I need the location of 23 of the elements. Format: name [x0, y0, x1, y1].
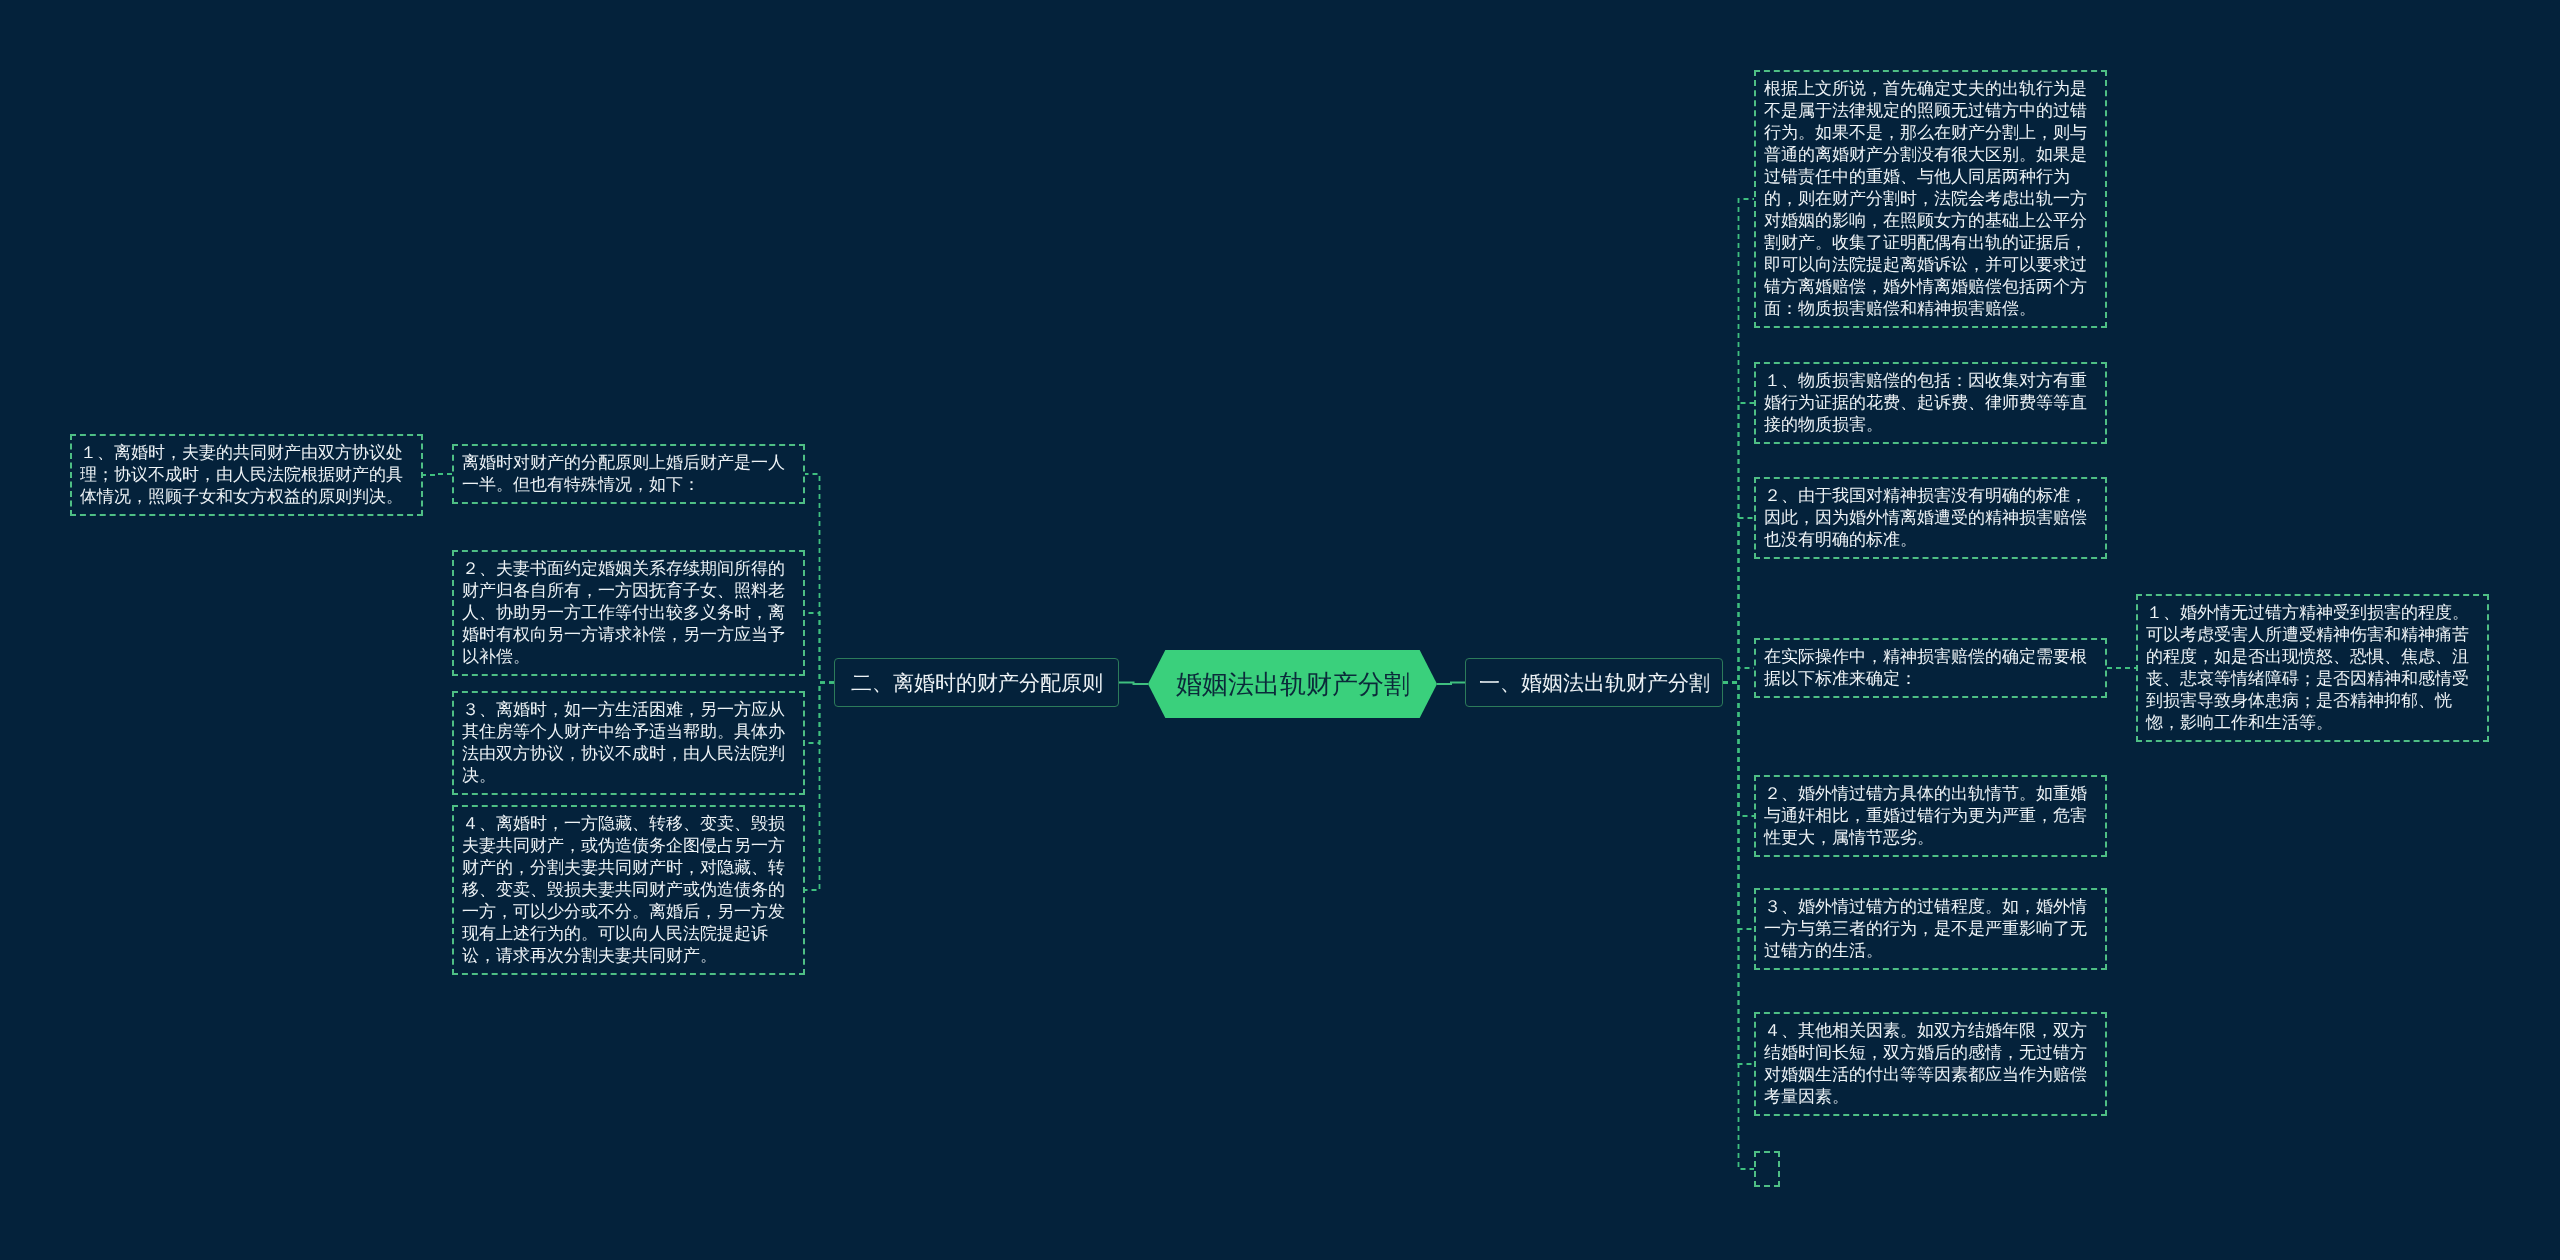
note-box: 离婚时对财产的分配原则上婚后财产是一人一半。但也有特殊情况，如下：	[452, 444, 805, 504]
connector-line	[804, 681, 835, 891]
empty-box	[1754, 1151, 1780, 1187]
note-box: ２、夫妻书面约定婚姻关系存续期间所得的财产归各自所有，一方因抚育子女、照料老人、协助另一方工作等付出较多义务时，离婚时有权向另一方请求补偿，另一方应当予以补偿。	[452, 550, 805, 676]
note-box: 根据上文所说，首先确定丈夫的出轨行为是不是属于法律规定的照顾无过错方中的过错行为。如果不是，那么在财产分割上，则与普通的离婚财产分割没有很大区别。如果是过错责任中的重婚、与他人同居两种行为的，则在财产分割时，法院会考虑出轨一方对婚姻的影响，在照顾女方的基础上公平分割财产。收集了证明配偶有出轨的证据后，即可以向法院提起离婚诉讼，并可以要求过错方离婚赔偿，婚外情离婚赔偿包括两个方面：物质损害赔偿和精神损害赔偿。	[1754, 70, 2107, 328]
connector-line	[422, 473, 453, 476]
note-box: １、婚外情无过错方精神受到损害的程度。可以考虑受害人所遭受精神伤害和精神痛苦的程度，如是否出现愤怒、恐惧、焦虑、沮丧、悲哀等情绪障碍；是否因精神和感情受到损害导致身体患病；是否精神抑郁、恍惚，影响工作和生活等。	[2136, 594, 2489, 742]
note-box: ４、其他相关因素。如双方结婚年限，双方结婚时间长短，双方婚后的感情，无过错方对婚姻生活的付出等等因素都应当作为赔偿考量因素。	[1754, 1012, 2107, 1116]
note-box: ４、离婚时，一方隐藏、转移、变卖、毁损夫妻共同财产，或伪造债务企图侵占另一方财产的，分割夫妻共同财产时，对隐藏、转移、变卖、毁损夫妻共同财产或伪造债务的一方，可以少分或不分。离婚后，另一方发现有上述行为的。可以向人民法院提起诉讼，请求再次分割夫妻共同财产。	[452, 805, 805, 975]
note-box: ３、离婚时，如一方生活困难，另一方应从其住房等个人财产中给予适当帮助。具体办法由双方协议，协议不成时，由人民法院判决。	[452, 691, 805, 795]
note-box: ２、由于我国对精神损害没有明确的标准，因此，因为婚外情离婚遭受的精神损害赔偿也没有明确的标准。	[1754, 477, 2107, 559]
connector-line	[1118, 681, 1149, 685]
note-box: ３、婚外情过错方的过错程度。如，婚外情一方与第三者的行为，是不是严重影响了无过错方的生活。	[1754, 888, 2107, 970]
connector-line	[1436, 681, 1466, 685]
connector-line	[2106, 667, 2137, 669]
topic-hexagon: 婚姻法出轨财产分割	[1148, 650, 1437, 718]
connector-line	[1722, 681, 1755, 1170]
branch-topic: 一、婚姻法出轨财产分割	[1465, 658, 1723, 707]
branch-topic: 二、离婚时的财产分配原则	[834, 658, 1119, 707]
note-box: １、离婚时，夫妻的共同财产由双方协议处理；协议不成时，由人民法院根据财产的具体情况，照顾子女和女方权益的原则判决。	[70, 434, 423, 516]
note-box: ２、婚外情过错方具体的出轨情节。如重婚与通奸相比，重婚过错行为更为严重，危害性更大，属情节恶劣。	[1754, 775, 2107, 857]
note-box: 在实际操作中，精神损害赔偿的确定需要根据以下标准来确定：	[1754, 638, 2107, 698]
note-box: １、物质损害赔偿的包括：因收集对方有重婚行为证据的花费、起诉费、律师费等等直接的物质损害。	[1754, 362, 2107, 444]
